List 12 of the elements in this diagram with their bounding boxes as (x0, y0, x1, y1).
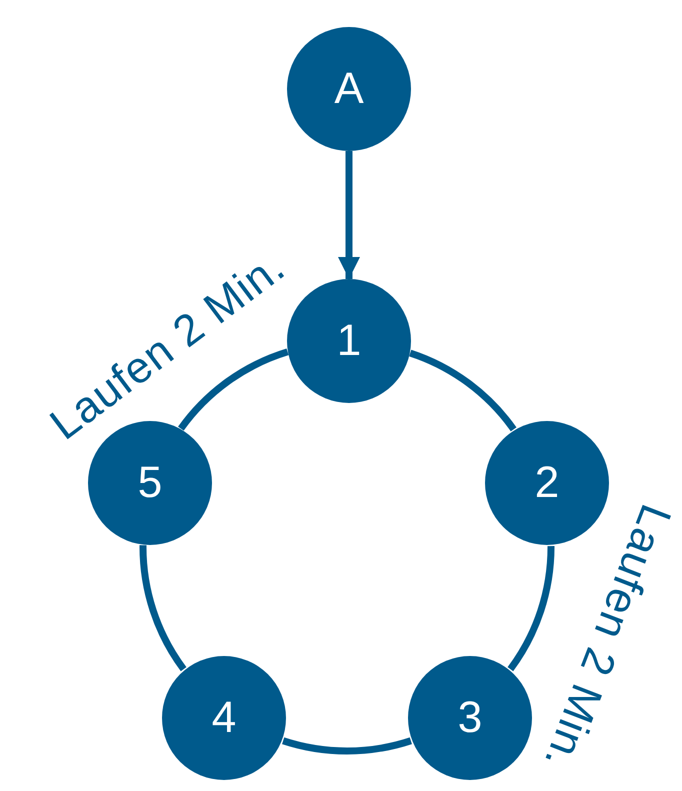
node-label: 1 (336, 319, 362, 363)
ring-arc (178, 348, 289, 431)
ring-arc (140, 545, 187, 672)
ring-arc (507, 546, 554, 672)
node-label: 2 (534, 461, 560, 505)
ring-arc (282, 737, 412, 754)
node-label: 4 (212, 696, 236, 740)
node-label: 3 (458, 696, 482, 740)
arrow (338, 151, 360, 279)
node-label: A (334, 67, 364, 111)
ring-arc (408, 350, 516, 432)
node-label: 5 (138, 461, 162, 505)
